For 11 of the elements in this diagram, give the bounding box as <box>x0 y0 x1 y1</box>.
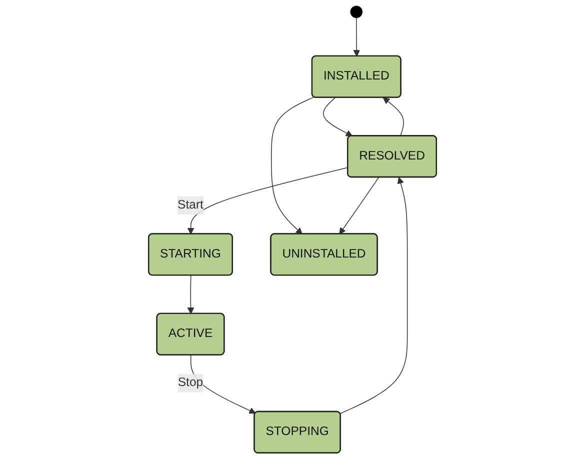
arrow <box>340 177 408 414</box>
arrow <box>187 167 348 234</box>
arrow <box>353 17 360 57</box>
node-circle <box>350 6 363 18</box>
edge-label: Start <box>178 198 204 212</box>
arrow <box>323 97 353 136</box>
arrow <box>382 97 404 136</box>
arrow <box>339 177 380 234</box>
edge-label: Stop <box>178 376 204 390</box>
arrow <box>187 275 194 314</box>
arrow <box>271 96 314 234</box>
